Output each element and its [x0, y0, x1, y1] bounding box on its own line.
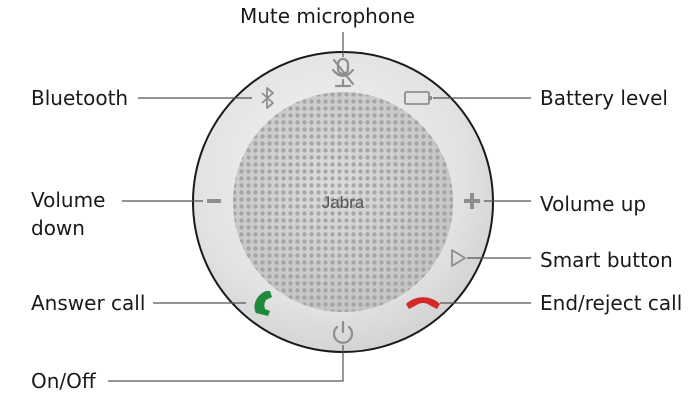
plus-icon[interactable] [464, 193, 480, 209]
label-mute-microphone: Mute microphone [240, 4, 416, 28]
label-end-reject-call: End/reject call [540, 291, 683, 315]
brand-logo: Jabra [322, 193, 365, 212]
speaker-grille [233, 92, 453, 312]
label-volume-up: Volume up [540, 192, 647, 216]
minus-icon[interactable] [207, 199, 221, 203]
label-battery-level: Battery level [540, 86, 668, 110]
label-answer-call: Answer call [31, 291, 146, 315]
label-volume-down-line2: down [31, 216, 85, 240]
label-bluetooth: Bluetooth [31, 86, 129, 110]
label-smart-button: Smart button [540, 248, 673, 272]
phone-hangup-icon[interactable] [406, 297, 440, 309]
microphone-muted-icon[interactable] [331, 57, 355, 88]
bluetooth-icon [261, 87, 274, 109]
power-icon[interactable] [332, 320, 354, 344]
triangle-play-icon[interactable] [451, 249, 466, 267]
label-on-off: On/Off [31, 369, 96, 393]
leader-lines [108, 32, 531, 382]
label-volume-down-line1: Volume [31, 188, 106, 212]
phone-answer-icon[interactable] [254, 291, 272, 316]
battery-icon [404, 91, 432, 105]
